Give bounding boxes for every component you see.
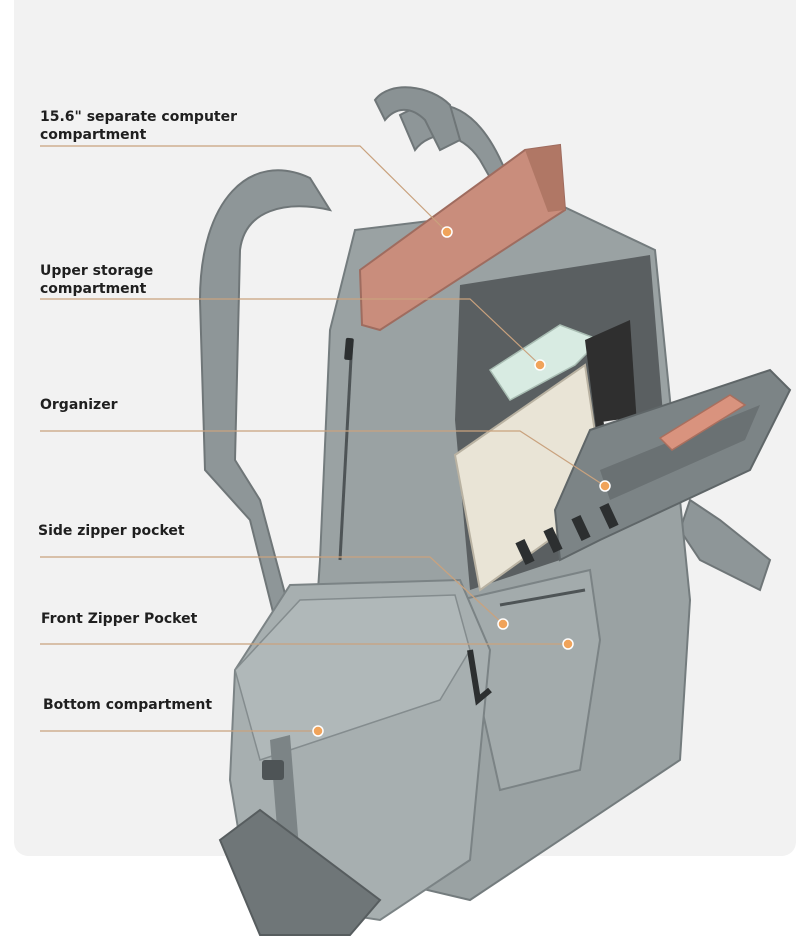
callout-side-line-1: Side zipper pocket <box>38 523 185 539</box>
callout-computer-compartment: 15.6" separate computer compartment <box>40 108 237 144</box>
callout-bottom-line-1: Bottom compartment <box>43 697 213 713</box>
marker-upper <box>534 359 546 371</box>
base-panel <box>218 808 382 936</box>
marker-front <box>562 638 574 650</box>
marker-bottom <box>312 725 324 737</box>
leader-organizer <box>40 430 606 487</box>
callout-computer-line-1: 15.6" separate computer <box>40 109 238 125</box>
callout-upper-line-2: compartment <box>40 281 147 297</box>
marker-organizer <box>599 480 611 492</box>
callout-bottom-compartment: Bottom compartment <box>43 696 212 714</box>
callout-organizer: Organizer <box>40 396 118 414</box>
callout-front-zipper: Front Zipper Pocket <box>41 610 197 628</box>
callout-upper-line-1: Upper storage <box>40 263 154 279</box>
leader-computer <box>40 145 448 233</box>
callout-computer-line-2: compartment <box>40 127 147 143</box>
callout-side-zipper: Side zipper pocket <box>38 522 185 540</box>
callout-organizer-line-1: Organizer <box>40 397 118 413</box>
callout-front-line-1: Front Zipper Pocket <box>41 611 198 627</box>
top-handle <box>373 86 462 152</box>
phone <box>658 394 747 451</box>
callout-upper-storage: Upper storage compartment <box>40 262 153 298</box>
marker-side <box>497 618 509 630</box>
side-zipper <box>338 339 354 561</box>
left-shoulder-strap <box>198 169 333 652</box>
leader-side <box>40 556 504 625</box>
leader-upper <box>40 298 541 366</box>
marker-computer <box>441 226 453 238</box>
